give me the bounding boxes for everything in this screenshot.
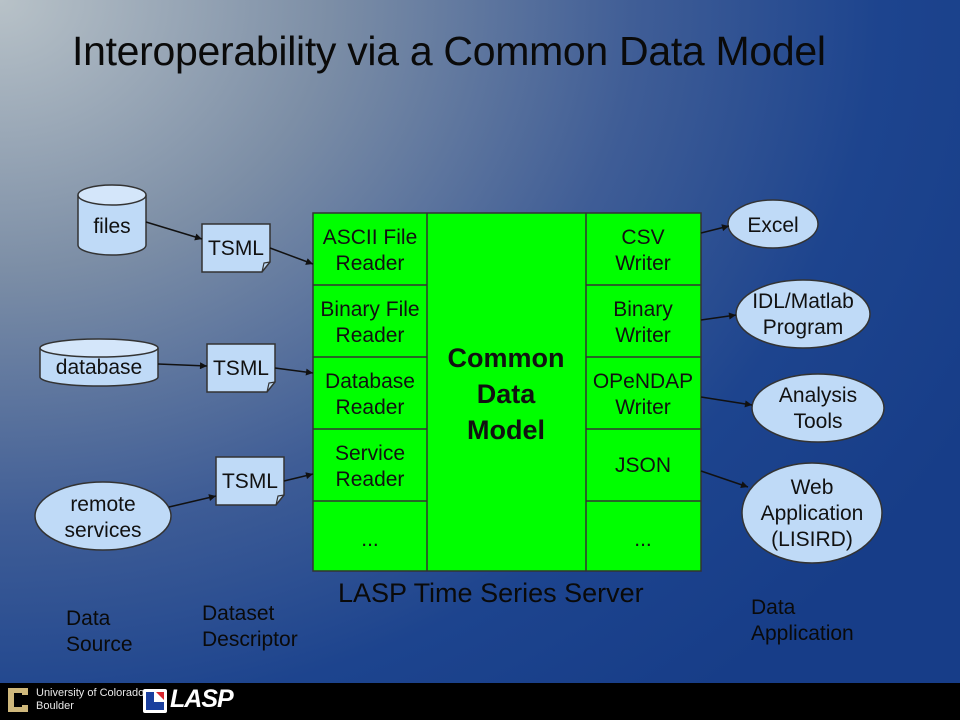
writer-csv: CSV Writer (615, 226, 671, 275)
writer-binary: Binary Writer (613, 298, 673, 347)
app-idl-line2: Program (763, 316, 844, 339)
writer-binary-line1: Binary (613, 298, 673, 321)
arrow-json-to-web (700, 470, 749, 489)
writer-csv-line2: Writer (615, 252, 671, 275)
writer-opendap-line2: Writer (615, 396, 671, 419)
tsml-label-2: TSML (213, 357, 269, 380)
lasp-logo-icon (143, 689, 167, 713)
reader-ascii-line1: ASCII File (323, 226, 418, 249)
app-web-line1: Web (791, 476, 834, 499)
reader-database-line2: Reader (336, 396, 405, 419)
writer-json: JSON (615, 454, 671, 477)
reader-binary-line1: Binary File (320, 298, 419, 321)
reader-service-line1: Service (335, 442, 405, 465)
source-remote-line2: services (64, 519, 141, 542)
app-idl-matlab: IDL/Matlab Program (735, 279, 871, 349)
label-data-source: Data Source (66, 606, 133, 658)
app-analysis-tools: Analysis Tools (751, 373, 885, 443)
reader-service: Service Reader (335, 442, 405, 491)
app-web-application: Web Application (LISIRD) (741, 462, 883, 564)
app-idl-line1: IDL/Matlab (752, 290, 854, 313)
reader-database: Database Reader (325, 370, 415, 419)
tsml-label-3: TSML (222, 470, 278, 493)
reader-more: ... (361, 528, 379, 551)
label-data-application-line1: Data (751, 596, 796, 619)
server-block (312, 212, 702, 572)
app-excel-label: Excel (747, 214, 798, 237)
label-data-source-line1: Data (66, 607, 111, 630)
slide-title: Interoperability via a Common Data Model (72, 28, 826, 74)
arrow-binary-to-idl (700, 312, 737, 321)
writer-opendap-line1: OPeNDAP (593, 370, 693, 393)
university-line2: Boulder (36, 700, 74, 712)
cu-logo-icon (8, 688, 28, 712)
writer-binary-line2: Writer (615, 324, 671, 347)
reader-binary-line2: Reader (336, 324, 405, 347)
source-database-cylinder: database (39, 338, 159, 387)
app-web-line3: (LISIRD) (771, 528, 853, 551)
arrow-remote-to-tsml (168, 494, 217, 508)
reader-database-line1: Database (325, 370, 415, 393)
tsml-label-1: TSML (208, 237, 264, 260)
arrow-csv-to-excel (700, 224, 730, 234)
app-analysis-line1: Analysis (779, 384, 857, 407)
reader-binary-file: Binary File Reader (320, 298, 419, 347)
server-label: LASP Time Series Server (338, 578, 644, 608)
tsml-document-2: TSML (206, 343, 276, 393)
app-excel: Excel (727, 199, 819, 249)
label-dataset-descriptor-line2: Descriptor (202, 628, 298, 651)
reader-ascii-line2: Reader (336, 252, 405, 275)
lasp-wordmark: LASP (170, 685, 234, 713)
writer-opendap: OPeNDAP Writer (593, 370, 693, 419)
writer-csv-line1: CSV (621, 226, 664, 249)
source-remote-services: remote services (34, 481, 172, 551)
common-data-model: Common Data Model (448, 343, 565, 445)
source-files-cylinder: files (77, 184, 147, 256)
common-line1: Common (448, 343, 565, 373)
source-files-label: files (93, 215, 130, 238)
writer-more: ... (634, 528, 652, 551)
common-line2: Data (477, 379, 537, 409)
reader-service-line2: Reader (336, 468, 405, 491)
common-line3: Model (467, 415, 545, 445)
label-data-application: Data Application (751, 595, 854, 647)
university-name: University of Colorado Boulder (36, 687, 144, 713)
label-data-application-line2: Application (751, 622, 854, 645)
arrow-tsml-to-database-reader (274, 367, 314, 376)
tsml-document-3: TSML (215, 456, 285, 506)
app-analysis-line2: Tools (793, 410, 842, 433)
reader-ascii-file: ASCII File Reader (323, 226, 418, 275)
tsml-document-1: TSML (201, 223, 271, 273)
arrow-opendap-to-analysis (700, 396, 753, 408)
connector-arrows (145, 221, 753, 508)
footer-bar: University of Colorado Boulder LASP (0, 683, 960, 720)
source-remote-line1: remote (70, 493, 135, 516)
label-dataset-descriptor-line1: Dataset (202, 602, 275, 625)
label-dataset-descriptor: Dataset Descriptor (202, 601, 298, 653)
arrow-tsml-to-ascii-reader (269, 247, 314, 265)
label-data-source-line2: Source (66, 633, 133, 656)
arrow-files-to-tsml (145, 221, 203, 241)
arrow-tsml-to-service-reader (283, 472, 314, 482)
university-line1: University of Colorado (36, 687, 145, 699)
arrow-database-to-tsml (157, 362, 208, 370)
app-web-line2: Application (761, 502, 864, 525)
source-database-label: database (56, 356, 142, 379)
